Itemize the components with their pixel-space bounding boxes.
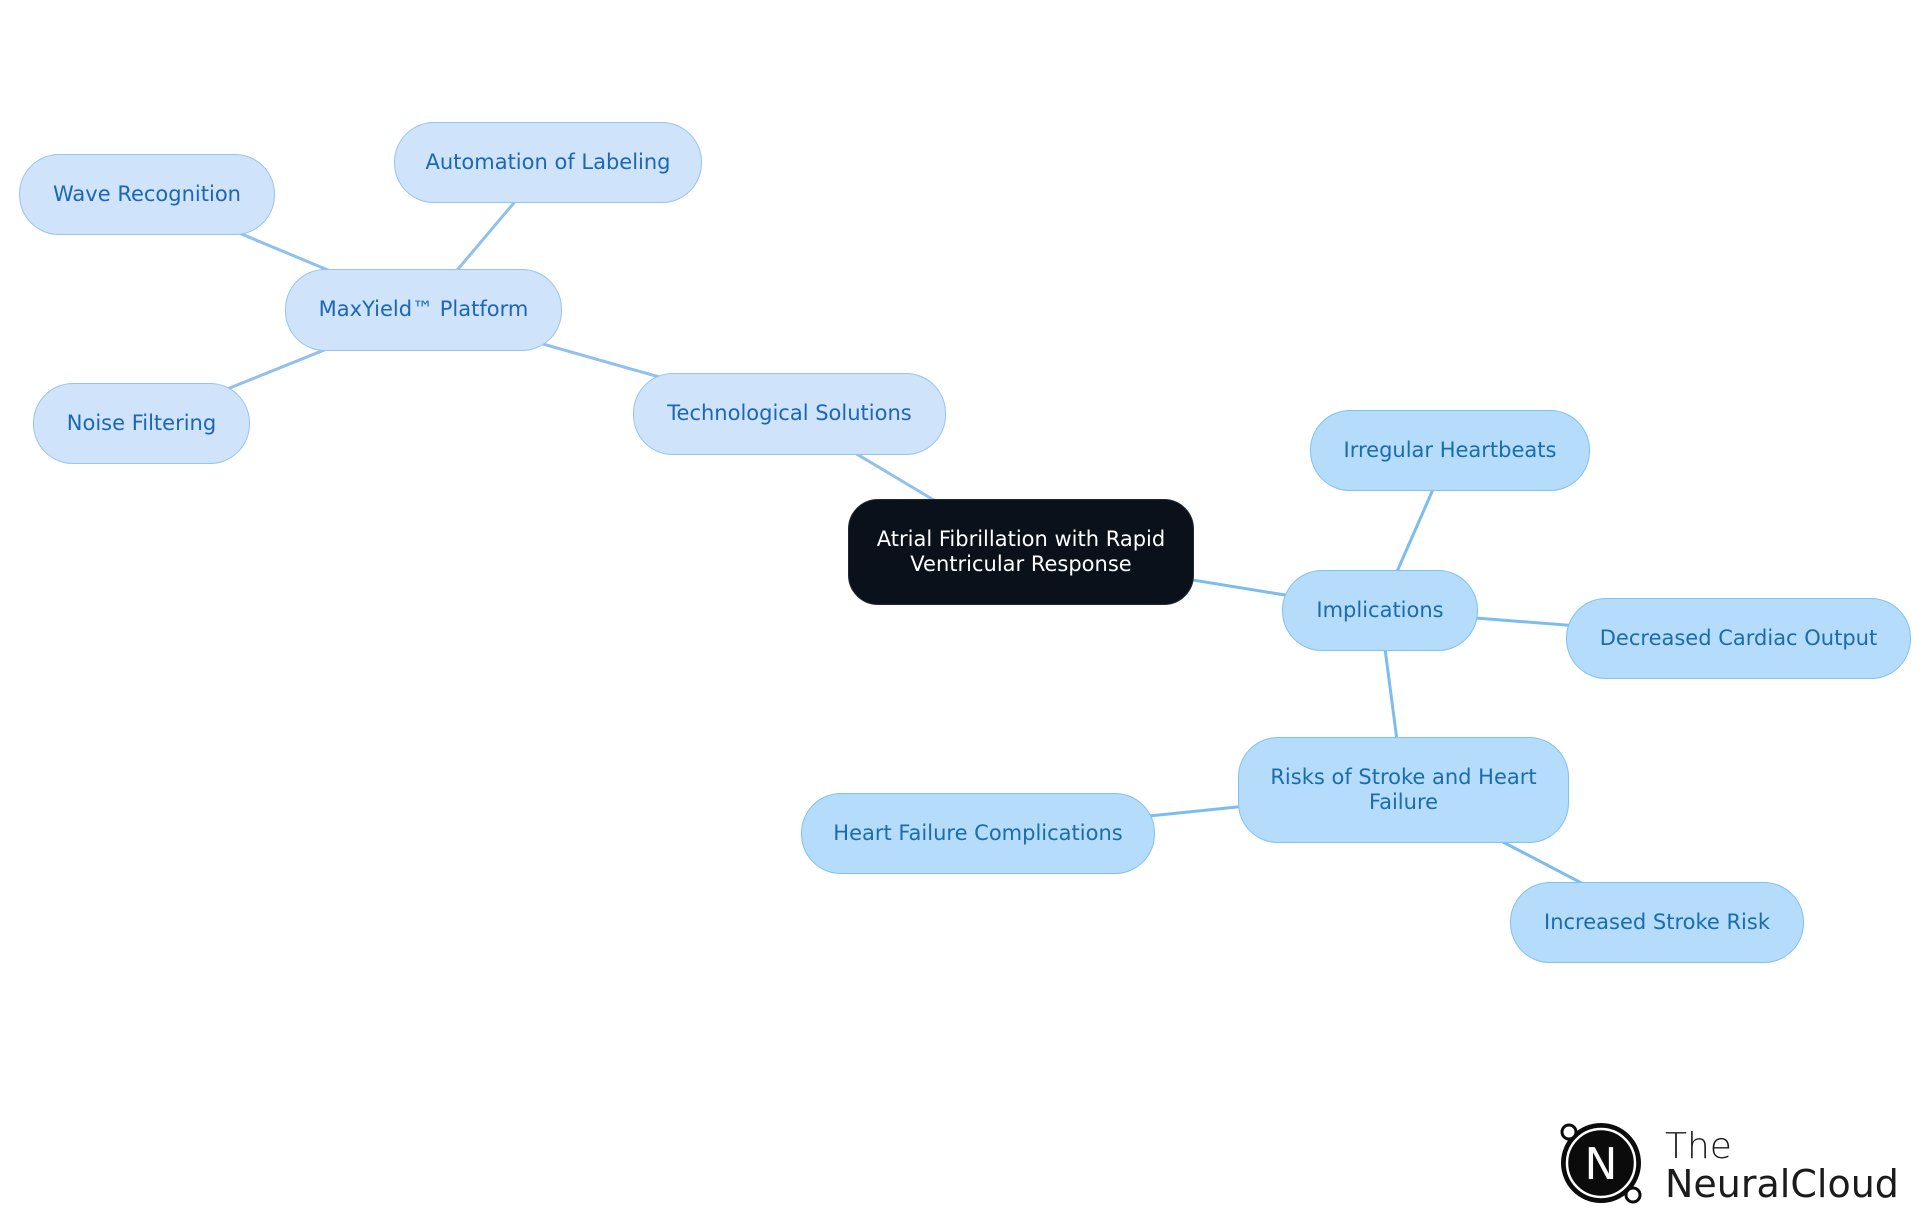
node-label: Implications <box>1316 597 1444 622</box>
node-increased-stroke-risk[interactable]: Increased Stroke Risk <box>1510 882 1804 963</box>
neuralcloud-logo: N The NeuralCloud <box>1555 1115 1899 1215</box>
node-label: Heart Failure Complications <box>833 820 1123 845</box>
node-label: Decreased Cardiac Output <box>1599 625 1878 650</box>
node-label: Wave Recognition <box>53 181 241 206</box>
node-label: Technological Solutions <box>667 401 912 426</box>
logo-mark-letter: N <box>1585 1139 1618 1190</box>
node-automation-of-labeling[interactable]: Automation of Labeling <box>394 122 702 203</box>
root-label: Atrial Fibrillation with Rapid Ventricul… <box>876 526 1166 576</box>
node-technological-solutions[interactable]: Technological Solutions <box>633 373 946 455</box>
node-risks-of-stroke-and-heart-failure[interactable]: Risks of Stroke and Heart Failure <box>1238 737 1569 843</box>
node-wave-recognition[interactable]: Wave Recognition <box>19 154 275 235</box>
node-heart-failure-complications[interactable]: Heart Failure Complications <box>801 793 1155 874</box>
node-label: MaxYield™ Platform <box>318 297 529 322</box>
logo-text-neuralcloud: NeuralCloud <box>1665 1162 1899 1206</box>
root-node[interactable]: Atrial Fibrillation with Rapid Ventricul… <box>848 499 1194 605</box>
logo-text-the: The <box>1665 1126 1732 1167</box>
neuralcloud-logo-mark-icon: N <box>1560 1123 1642 1204</box>
node-label: Risks of Stroke and Heart Failure <box>1270 764 1537 814</box>
node-label: Increased Stroke Risk <box>1544 909 1770 934</box>
node-label: Automation of Labeling <box>425 149 671 174</box>
node-label: Irregular Heartbeats <box>1343 437 1557 462</box>
node-implications[interactable]: Implications <box>1282 570 1478 651</box>
node-noise-filtering[interactable]: Noise Filtering <box>33 383 250 464</box>
node-decreased-cardiac-output[interactable]: Decreased Cardiac Output <box>1566 598 1911 679</box>
node-maxyield-platform[interactable]: MaxYield™ Platform <box>285 269 562 351</box>
node-irregular-heartbeats[interactable]: Irregular Heartbeats <box>1310 410 1590 491</box>
node-label: Noise Filtering <box>66 410 217 435</box>
